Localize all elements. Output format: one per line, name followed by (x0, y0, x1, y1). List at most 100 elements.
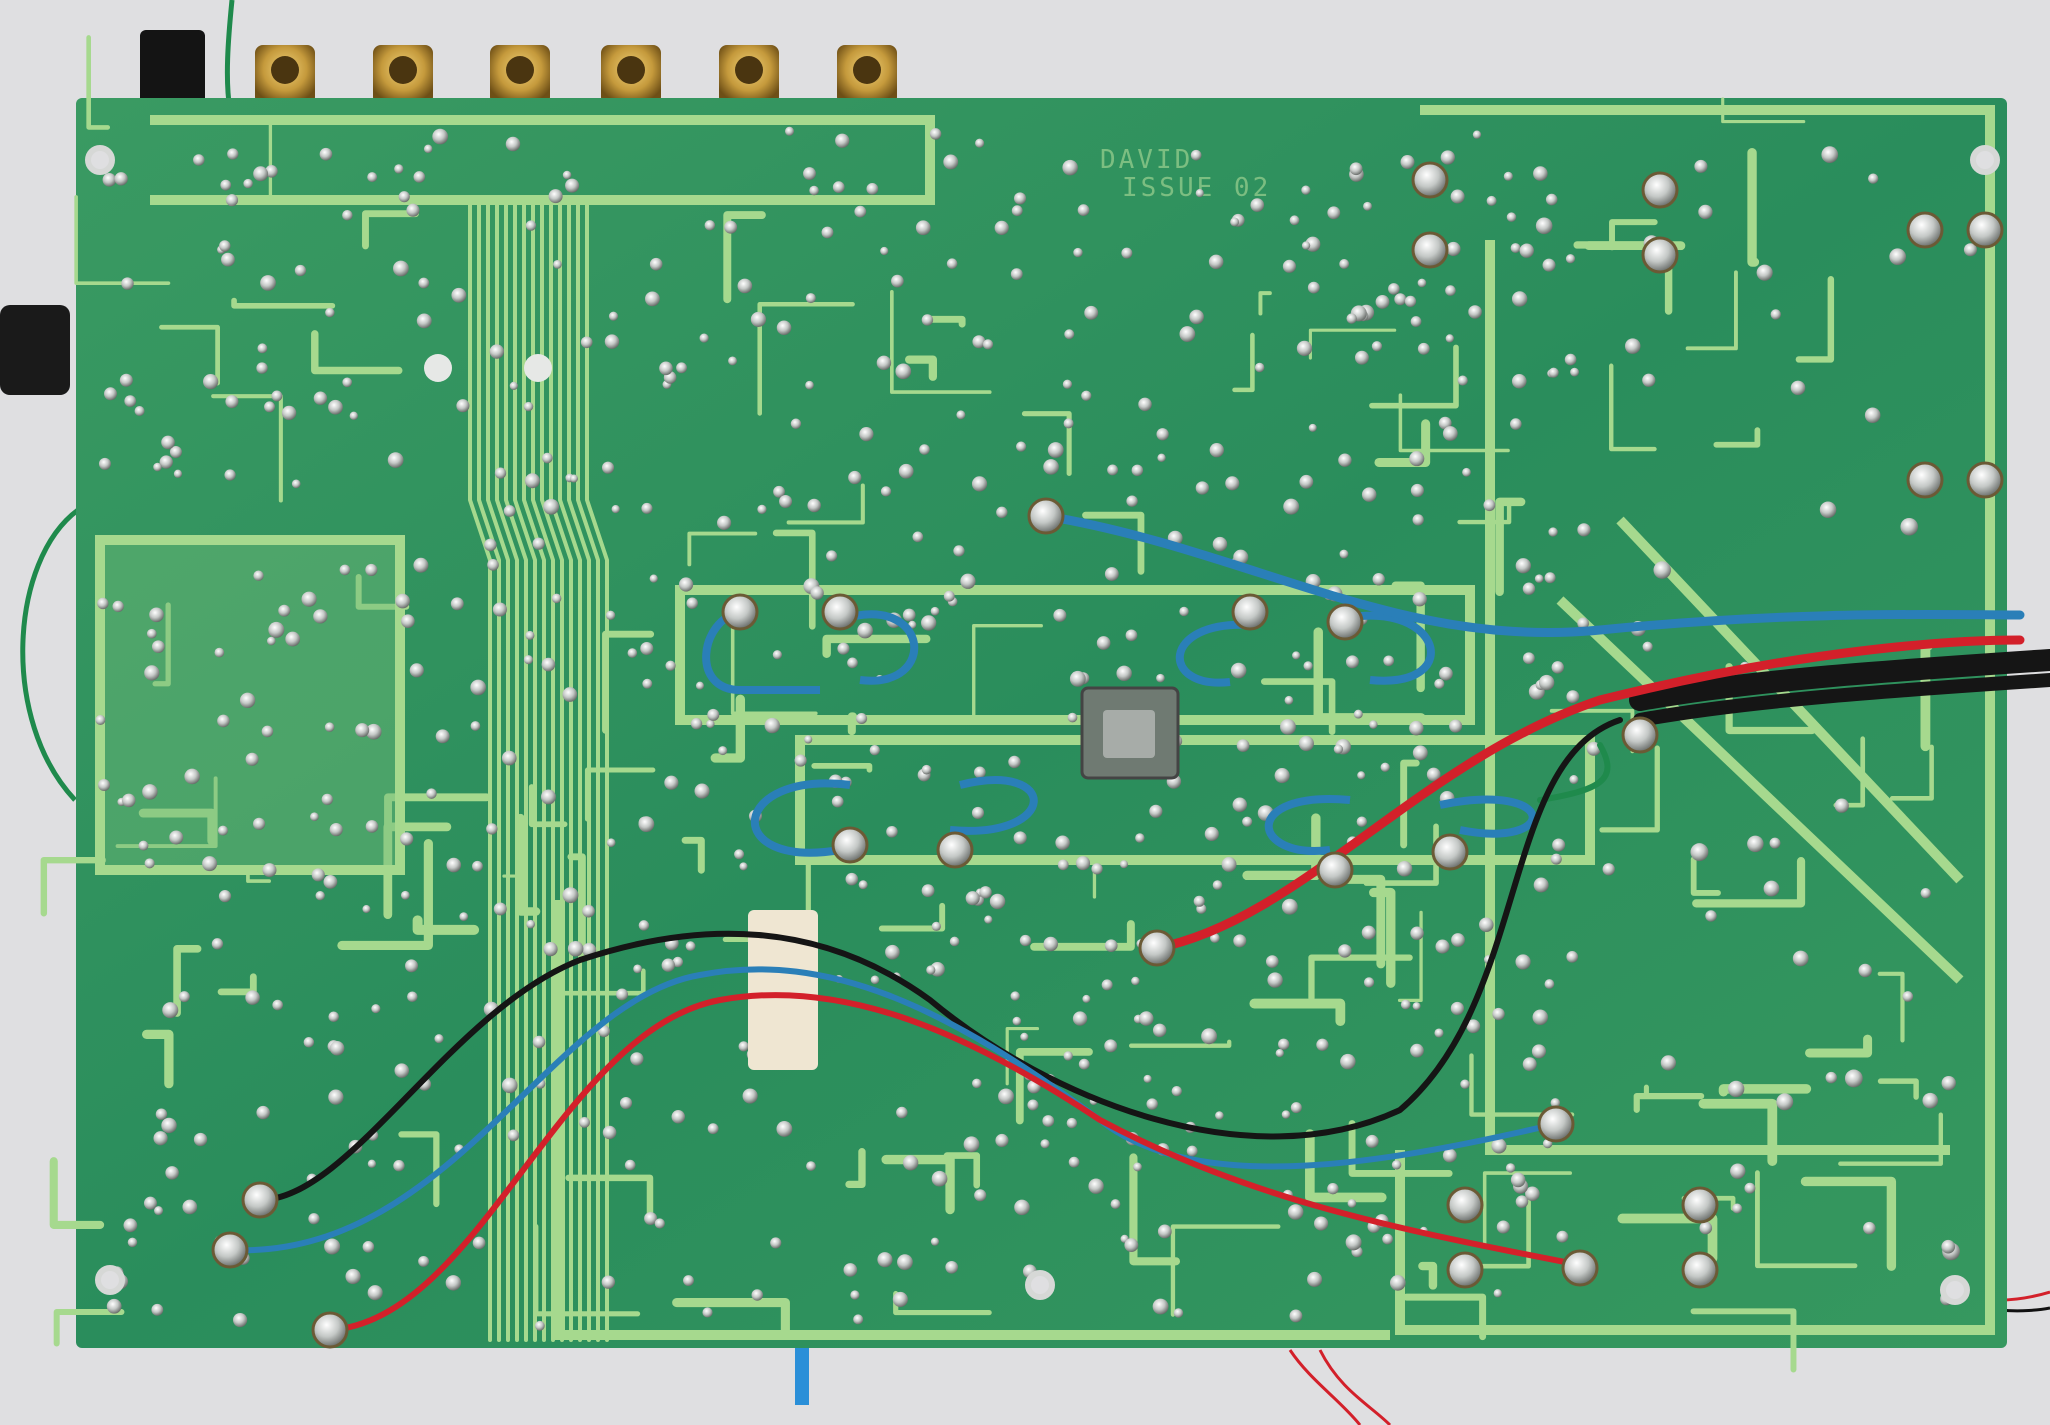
solder-pad (1756, 264, 1773, 281)
solder-pad (1212, 880, 1223, 890)
solder-pad (1439, 666, 1453, 681)
solder-pad (1152, 1298, 1169, 1315)
solder-pad (640, 642, 654, 656)
trace (757, 302, 855, 416)
solder-pad (1301, 185, 1311, 195)
solder-pad (1010, 268, 1023, 281)
solder-pad (1063, 418, 1074, 429)
solder-pad (1067, 712, 1078, 723)
solder-pad (1922, 1092, 1939, 1109)
solder-joint (821, 593, 859, 631)
solder-pad (1660, 1055, 1676, 1071)
solder-pad (678, 577, 694, 592)
solder-pad (1353, 709, 1363, 719)
trace (972, 624, 1043, 718)
solder-pad (1230, 217, 1240, 227)
solder-pad (1792, 950, 1809, 967)
solder-pad (387, 452, 404, 468)
solder-pad (371, 1004, 381, 1014)
solder-pad (1522, 582, 1536, 595)
solder-pad (1525, 1186, 1540, 1202)
solder-pad (1515, 954, 1531, 970)
solder-pad (1369, 720, 1378, 729)
solder-pad (394, 1063, 410, 1078)
solder-pad (1727, 1080, 1745, 1098)
solder-pad (1078, 1058, 1090, 1070)
solder-pad (202, 373, 219, 390)
solder-pad (845, 872, 859, 886)
solder-pad (484, 538, 497, 552)
solder-pad (256, 1105, 270, 1120)
solder-pad (1101, 979, 1113, 991)
solder-pad (272, 999, 283, 1011)
solder-pad (895, 363, 912, 380)
solder-pad (1389, 1275, 1406, 1291)
solder-pad (1189, 309, 1204, 325)
solder-pad (104, 387, 117, 401)
trace (115, 776, 218, 849)
trace (1030, 920, 1135, 951)
solder-pad (1510, 243, 1521, 253)
solder-pad (470, 679, 486, 696)
solder-pad (821, 226, 834, 239)
trace (1800, 1176, 1897, 1271)
trace (922, 315, 966, 328)
solder-pad (349, 411, 359, 421)
solder-pad (127, 1237, 138, 1248)
solder-pad (728, 356, 737, 366)
trace (383, 822, 452, 919)
solder-pad (365, 820, 379, 833)
solder-pad (1445, 285, 1456, 296)
trace (1261, 678, 1336, 736)
solder-pad (365, 723, 382, 740)
solder-pad (217, 825, 228, 836)
solder-pad (1412, 514, 1424, 526)
solder-joint (721, 593, 759, 631)
solder-pad (984, 915, 993, 924)
solder-pad (1314, 1216, 1329, 1231)
solder-pad (1116, 665, 1132, 682)
solder-pad (858, 880, 868, 890)
solder-pad (994, 220, 1009, 235)
solder-pad (1375, 294, 1390, 309)
solder-pad (1868, 173, 1879, 184)
solder-pad (1254, 362, 1265, 373)
solder-pad (1014, 1199, 1030, 1216)
solder-pad (1339, 549, 1349, 559)
solder-pad (1040, 1139, 1050, 1149)
solder-pad (1068, 1156, 1080, 1168)
solder-pad (1345, 655, 1359, 669)
solder-pad (850, 1290, 860, 1300)
solder-pad (423, 144, 433, 154)
solder-pad (602, 1125, 617, 1140)
solder-pad (214, 647, 225, 658)
solder-pad (1195, 481, 1209, 495)
solder-pad (1236, 739, 1250, 752)
solder-pad (278, 604, 291, 617)
solder-pad (1171, 1085, 1182, 1097)
solder-pad (857, 622, 873, 639)
solder-pad (540, 789, 556, 805)
solder-pad (1505, 1163, 1516, 1173)
solder-pad (1534, 574, 1544, 583)
solder-joint (1681, 1186, 1719, 1224)
solder-pad (265, 165, 278, 178)
solder-pad (1624, 338, 1641, 354)
solder-pad (1462, 467, 1471, 477)
trace (687, 531, 758, 567)
solder-pad (1569, 775, 1579, 785)
solder-pad (178, 991, 190, 1003)
solder-pad (503, 505, 516, 517)
solder-pad (1013, 192, 1027, 205)
solder-pad (1265, 955, 1279, 968)
solder-pad (641, 502, 653, 514)
trace (231, 297, 336, 309)
solder-pad (253, 817, 266, 830)
solder-pad (1552, 838, 1566, 852)
solder-pad (1698, 204, 1713, 220)
solder-pad (542, 452, 553, 464)
solder-pad (393, 1160, 405, 1172)
solder-pad (1410, 926, 1424, 940)
solder-pad (859, 427, 874, 442)
trace (412, 915, 480, 935)
